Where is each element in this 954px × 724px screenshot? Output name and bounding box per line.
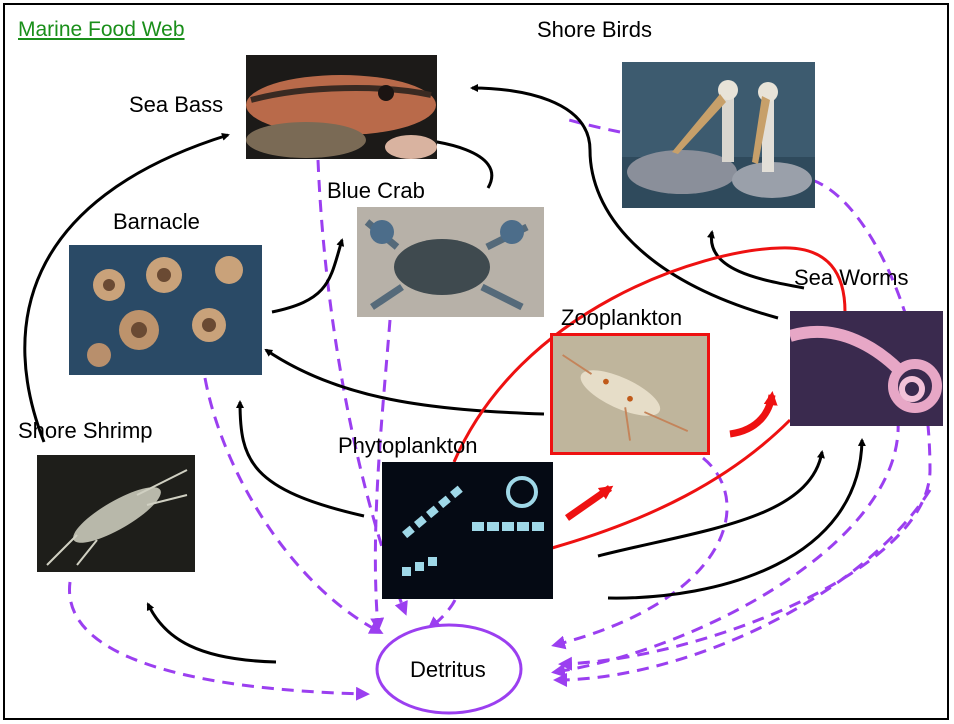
label-phytoplankton: Phytoplankton bbox=[338, 433, 478, 458]
label-shore-birds: Shore Birds bbox=[537, 17, 652, 42]
sea-worms-photo bbox=[790, 311, 943, 426]
label-blue-crab: Blue Crab bbox=[327, 178, 425, 203]
shore-birds-photo bbox=[622, 62, 815, 208]
label-sea-bass: Sea Bass bbox=[129, 92, 224, 117]
label-zooplankton: Zooplankton bbox=[561, 305, 683, 330]
blue-crab-photo bbox=[357, 207, 544, 317]
sea-bass-photo bbox=[246, 55, 437, 159]
label-sea-worms: Sea Worms bbox=[794, 265, 909, 290]
diagram-title: Marine Food Web bbox=[18, 18, 185, 41]
barnacle-photo bbox=[69, 245, 262, 375]
zooplankton-photo bbox=[550, 333, 710, 455]
label-shore-shrimp: Shore Shrimp bbox=[18, 418, 153, 443]
phytoplankton-photo bbox=[382, 462, 553, 599]
shore-shrimp-photo bbox=[37, 455, 195, 572]
label-barnacle: Barnacle bbox=[113, 209, 200, 234]
label-detritus: Detritus bbox=[410, 657, 486, 682]
